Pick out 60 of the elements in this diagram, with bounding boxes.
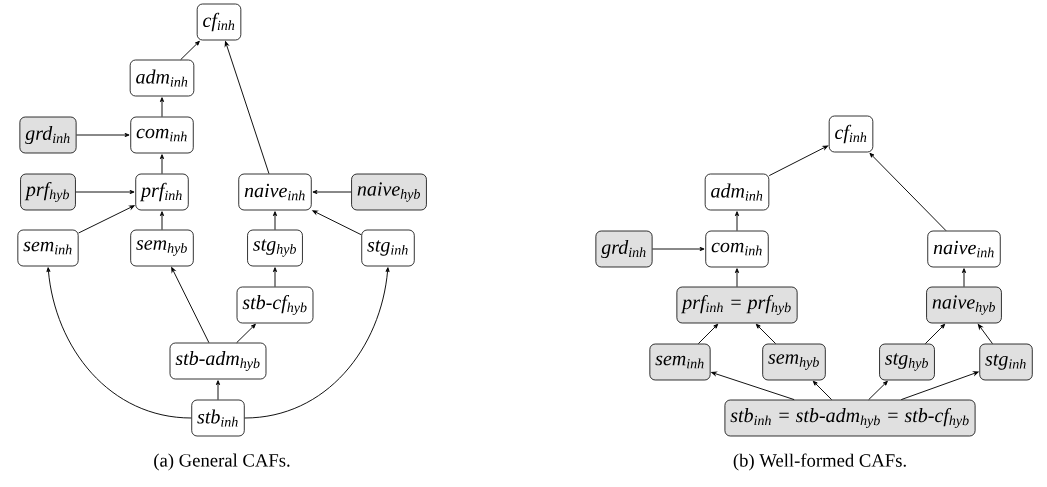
state-box: stb$_{inh}$ [191, 399, 245, 437]
state-box: adm$_{inh}$ [704, 173, 770, 211]
state-box: adm$_{inh}$ [129, 59, 195, 97]
arrow [755, 323, 777, 345]
arrow [312, 189, 352, 195]
arrow [215, 380, 221, 401]
arrow [159, 154, 165, 175]
arrow [159, 211, 165, 231]
arrow [711, 371, 795, 401]
state-box: stb$_{inh}$ = stb-adm$_{hyb}$ = stb-cf$_{hyb}$ [724, 399, 976, 437]
state-box: naive$_{hyb}$ [926, 286, 1002, 324]
state-box: prf$_{inh}$ = prf$_{hyb}$ [676, 286, 798, 324]
arrow [76, 132, 130, 138]
arrow [868, 380, 888, 401]
arrow [734, 268, 740, 288]
state-box: naive$_{inh}$ [927, 230, 1001, 268]
state-box: com$_{inh}$ [705, 230, 769, 268]
arrow [900, 371, 979, 401]
state-box: stg$_{hyb}$ [879, 343, 935, 381]
state-box: sem$_{hyb}$ [762, 343, 826, 381]
arrow [977, 323, 993, 345]
arrow [171, 267, 210, 344]
state-box: stg$_{hyb}$ [247, 229, 303, 267]
arrow [812, 380, 833, 401]
arrow [78, 205, 135, 234]
arrow [924, 323, 946, 345]
state-box: com$_{inh}$ [130, 116, 194, 154]
state-box: sem$_{inh}$ [17, 229, 79, 267]
arrow [697, 323, 719, 345]
state-box: stg$_{inh}$ [361, 229, 415, 267]
state-box: sem$_{hyb}$ [130, 229, 194, 267]
state-box: prf$_{hyb}$ [20, 173, 76, 211]
arrow [244, 267, 390, 419]
arrow [768, 145, 829, 177]
caption: (a) General CAFs. [154, 453, 290, 471]
state-box: grd$_{inh}$ [595, 230, 653, 268]
caption: (b) Well-formed CAFs. [733, 453, 906, 471]
arrow [869, 152, 947, 232]
state-box: naive$_{hyb}$ [351, 173, 427, 211]
state-box: cf$_{inh}$ [828, 115, 874, 153]
arrow [75, 189, 135, 195]
arrow [224, 41, 270, 175]
state-box: prf$_{inh}$ [135, 173, 189, 211]
arrow [236, 323, 256, 344]
arrow [46, 267, 192, 419]
state-box: stb-adm$_{hyb}$ [169, 342, 267, 380]
state-box: stb-cf$_{hyb}$ [236, 286, 314, 324]
arrow [159, 97, 165, 118]
arrow [180, 40, 200, 61]
arrow [961, 268, 967, 288]
state-box: stg$_{inh}$ [979, 343, 1033, 381]
state-box: sem$_{inh}$ [649, 343, 711, 381]
arrow [312, 210, 362, 236]
arrow [272, 267, 278, 288]
state-box: naive$_{inh}$ [238, 173, 312, 211]
arrow [734, 211, 740, 232]
state-box: cf$_{inh}$ [196, 3, 242, 41]
arrow [272, 211, 278, 231]
state-box: grd$_{inh}$ [19, 116, 77, 154]
arrow [652, 246, 705, 252]
